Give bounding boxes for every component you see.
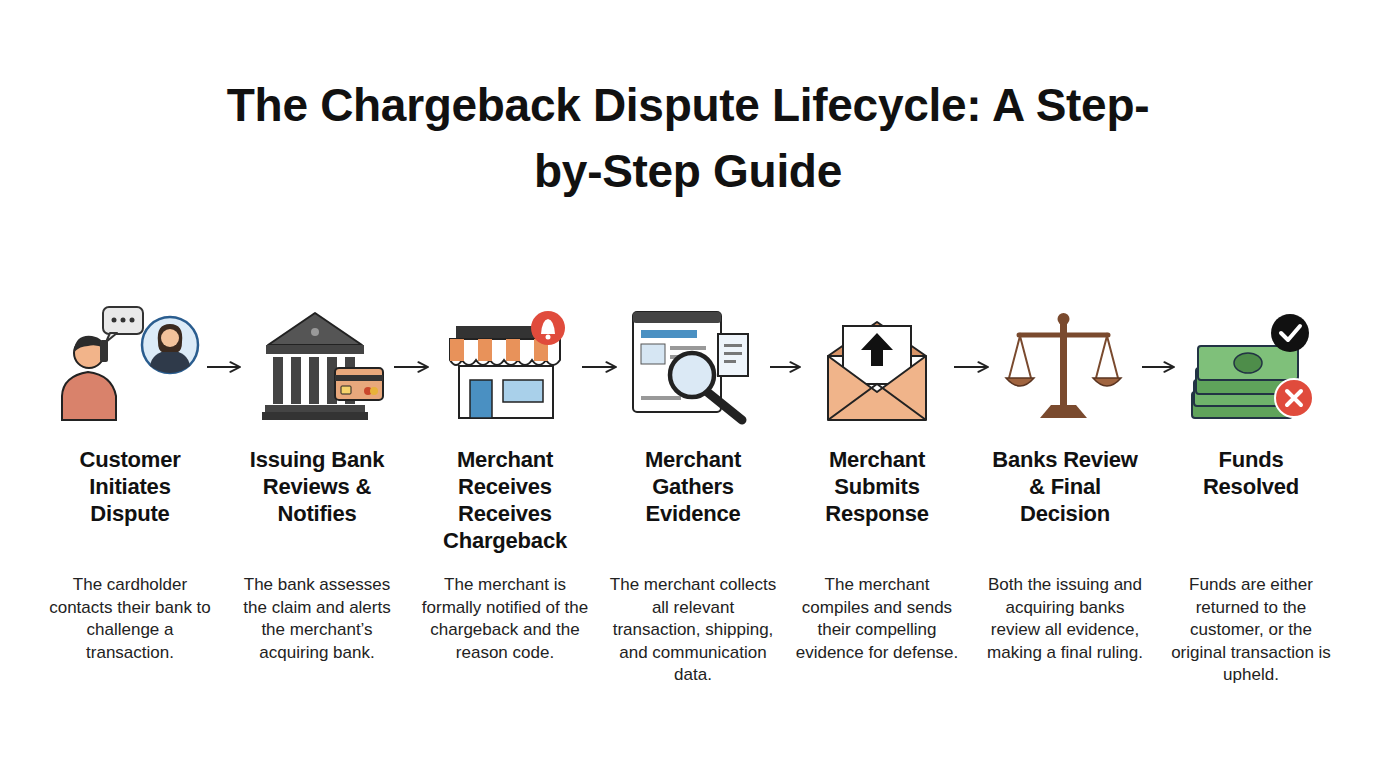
evidence-icon-part — [670, 346, 706, 350]
flow-arrow — [207, 366, 240, 368]
evidence-icon-part — [670, 353, 714, 397]
funds-icon — [1192, 314, 1313, 418]
bank-icon-part — [311, 328, 319, 336]
scales-icon-part — [1040, 405, 1087, 418]
step-heading: Customer Initiates Dispute — [50, 446, 210, 527]
shop-icon-part — [503, 380, 543, 402]
diagram-title: The Chargeback Dispute Lifecycle: A Step… — [213, 72, 1163, 204]
evidence-icon-part — [724, 360, 736, 363]
evidence-icon-part — [641, 344, 665, 364]
evidence-icon-part — [641, 396, 681, 400]
shop-icon-part — [450, 339, 464, 361]
process-step: Funds ResolvedFunds are either returned … — [1176, 300, 1326, 720]
step-description: The merchant collects all relevant trans… — [608, 574, 778, 687]
process-step: Merchant Submits ResponseThe merchant co… — [802, 300, 952, 720]
flow-arrow — [954, 366, 988, 368]
shop-icon-part — [470, 380, 492, 418]
step-heading: Funds Resolved — [1171, 446, 1331, 500]
step-description: The cardholder contacts their bank to ch… — [45, 574, 215, 664]
evidence-icon-part — [724, 344, 742, 347]
scales-icon-part — [1096, 336, 1118, 378]
scales-icon-part — [1058, 313, 1070, 325]
submit-icon-part — [861, 333, 893, 366]
bank-icon-part — [265, 405, 365, 412]
funds-icon-part — [1275, 379, 1313, 417]
customer-icon-part — [103, 307, 143, 334]
shop-icon-part — [506, 339, 520, 361]
funds-icon-part — [1281, 326, 1300, 340]
bank-icon-part — [341, 386, 351, 394]
bank-icon-part — [335, 375, 383, 381]
funds-icon-part — [1287, 391, 1301, 405]
funds-icon-part — [1234, 353, 1262, 373]
customer-icon-part — [106, 333, 117, 342]
customer-icon-part — [130, 318, 135, 323]
process-step: Merchant Gathers EvidenceThe merchant co… — [618, 300, 768, 720]
flow-arrow — [582, 366, 616, 368]
shop-icon — [450, 311, 565, 418]
flow-arrow — [1142, 366, 1174, 368]
step-description: The bank assesses the claim and alerts t… — [232, 574, 402, 664]
submit-icon-part — [828, 384, 926, 420]
submit-icon — [828, 322, 926, 420]
bank-icon-part — [266, 345, 364, 354]
funds-icon-part — [1271, 314, 1309, 352]
step-heading: Merchant Gathers Evidence — [613, 446, 773, 527]
shop-icon-part — [459, 366, 553, 418]
funds-icon-part — [1198, 346, 1298, 380]
process-step: Banks Review & Final DecisionBoth the is… — [990, 300, 1140, 720]
bank-icon-part — [273, 357, 283, 404]
bank-icon — [262, 313, 383, 420]
process-step: Merchant Receives Receives ChargebackThe… — [430, 300, 580, 720]
customer-icon-part — [62, 372, 116, 420]
customer-icon-part — [74, 336, 104, 352]
evidence-icon-part — [633, 312, 721, 323]
scales-icon-part — [1093, 378, 1121, 386]
process-step: Issuing Bank Reviews & NotifiesThe bank … — [242, 300, 392, 720]
step-heading: Merchant Submits Response — [797, 446, 957, 527]
bank-icon-part — [335, 368, 383, 400]
bank-icon-part — [291, 357, 301, 404]
customer-icon-part — [121, 318, 126, 323]
evidence-icon-part — [641, 330, 697, 338]
step-heading: Issuing Bank Reviews & Notifies — [237, 446, 397, 527]
step-heading: Merchant Receives Receives Chargeback — [425, 446, 585, 554]
customer-icon-part — [100, 340, 108, 362]
evidence-icon-part — [706, 391, 742, 420]
step-description: The merchant is formally notified of the… — [420, 574, 590, 664]
flow-arrow — [394, 366, 428, 368]
bank-icon-part — [262, 412, 368, 420]
customer-icon-part — [150, 350, 190, 373]
flow-arrow — [770, 366, 800, 368]
scales-icon — [1006, 313, 1121, 418]
bank-icon-part — [268, 313, 362, 345]
evidence-icon-part — [718, 334, 748, 376]
customer-icon — [62, 307, 198, 420]
shop-icon-part — [541, 319, 555, 334]
customer-icon-part — [112, 318, 117, 323]
evidence-icon — [633, 312, 748, 420]
shop-icon-part — [531, 311, 565, 345]
shop-icon-part — [478, 339, 492, 361]
step-description: Both the issuing and acquiring banks rev… — [980, 574, 1150, 664]
customer-icon-part — [161, 329, 179, 347]
step-description: Funds are either returned to the custome… — [1166, 574, 1336, 687]
step-heading: Banks Review & Final Decision — [985, 446, 1145, 527]
scales-icon-part — [1006, 378, 1034, 386]
process-step: Customer Initiates DisputeThe cardholder… — [55, 300, 205, 720]
evidence-icon-part — [724, 352, 742, 355]
scales-icon-part — [1019, 333, 1108, 338]
submit-icon-part — [828, 356, 926, 420]
step-description: The merchant compiles and sends their co… — [792, 574, 962, 664]
bank-icon-part — [309, 357, 319, 404]
customer-icon-part — [142, 317, 198, 373]
scales-icon-part — [1009, 336, 1031, 378]
bank-icon-part — [370, 387, 378, 395]
customer-icon-part — [158, 324, 183, 352]
shop-icon-part — [546, 335, 551, 340]
